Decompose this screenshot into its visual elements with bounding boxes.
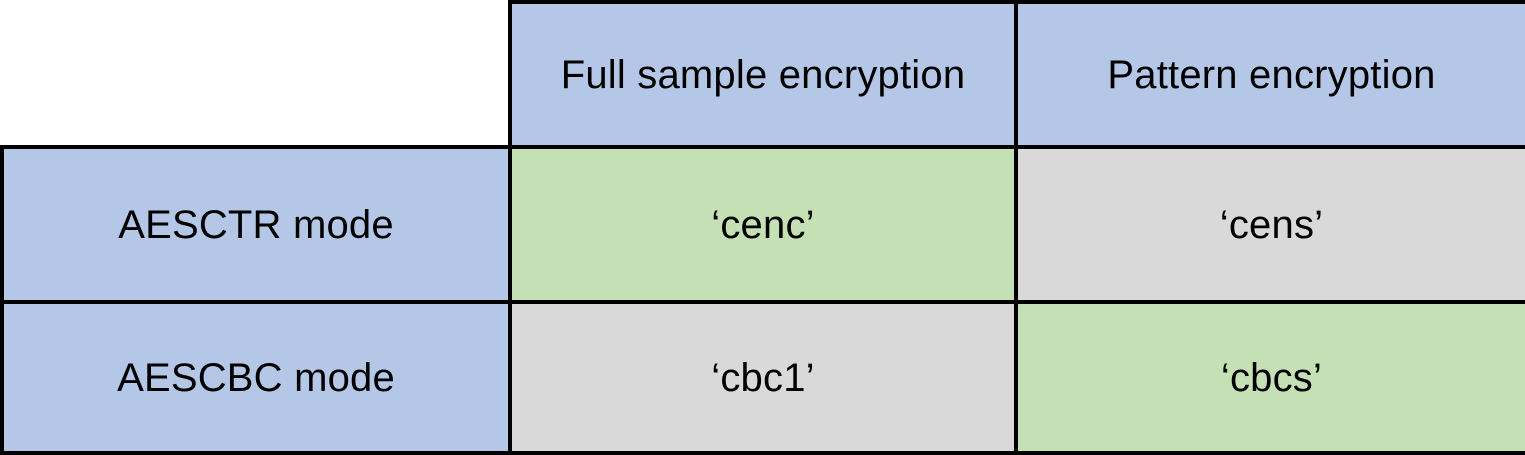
cell-aesctr-full-sample: ‘cenc’	[508, 145, 1018, 304]
column-header-pattern-encryption: Pattern encryption	[1014, 0, 1525, 149]
row-header-aesctr-mode: AESCTR mode	[0, 145, 512, 304]
column-header-full-sample-encryption: Full sample encryption	[508, 0, 1018, 149]
matrix-corner-cell	[0, 0, 512, 149]
cell-aescbc-full-sample: ‘cbc1’	[508, 300, 1018, 455]
row-header-aescbc-mode: AESCBC mode	[0, 300, 512, 455]
cell-aesctr-pattern: ‘cens’	[1014, 145, 1525, 304]
cell-aescbc-pattern: ‘cbcs’	[1014, 300, 1525, 455]
